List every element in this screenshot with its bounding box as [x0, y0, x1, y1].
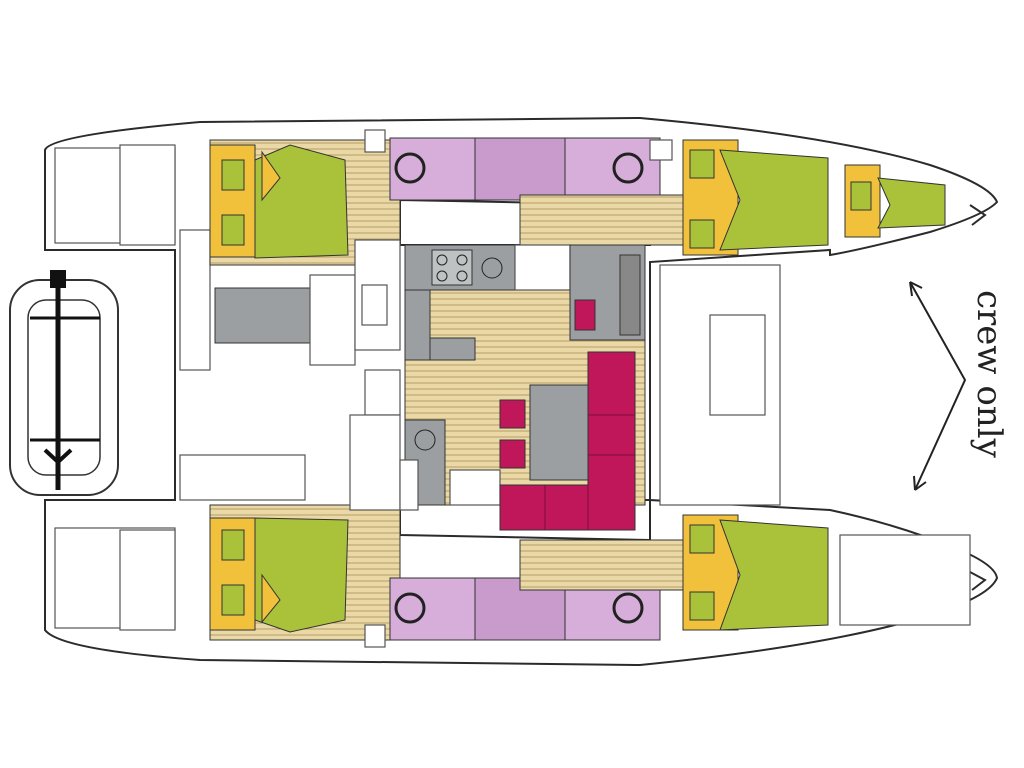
saloon-table [529, 384, 589, 481]
dinghy-icon [9, 270, 119, 496]
aft-lockers [54, 144, 306, 631]
head-top [364, 129, 673, 201]
toilet-icon [612, 152, 644, 184]
crew-only-label: crew only [969, 290, 1009, 459]
aft-passage [214, 239, 401, 511]
sink-icon [481, 257, 503, 279]
crew-only-annotation: crew only [909, 281, 1009, 491]
cabin-bottom-forward [519, 514, 971, 631]
toilet-icon [612, 592, 644, 624]
saloon [399, 244, 646, 531]
cabin-bottom-aft [209, 504, 401, 641]
toilet-icon [394, 592, 426, 624]
arrow-icon [909, 281, 967, 491]
toilet-icon [394, 152, 426, 184]
